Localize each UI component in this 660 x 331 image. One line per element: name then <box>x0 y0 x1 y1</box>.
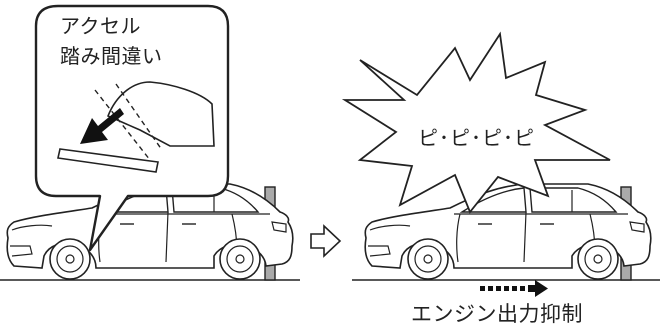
accelerator-pedal-icon <box>57 148 159 173</box>
warning-burst-icon <box>341 31 611 214</box>
callout-line-2: 踏み間違い <box>60 44 163 68</box>
foot-icon <box>94 81 215 161</box>
right-arrow-icon <box>310 224 342 258</box>
callout-bubble <box>34 4 230 252</box>
callout-line-1: アクセル <box>60 14 141 38</box>
engine-output-caption: エンジン出力抑制 <box>411 302 583 326</box>
output-suppression-arrow <box>480 280 548 297</box>
car-left <box>6 183 294 280</box>
warning-sound-text: ピ･ピ･ピ･ピ <box>418 126 535 150</box>
press-arrow-icon <box>80 108 124 144</box>
